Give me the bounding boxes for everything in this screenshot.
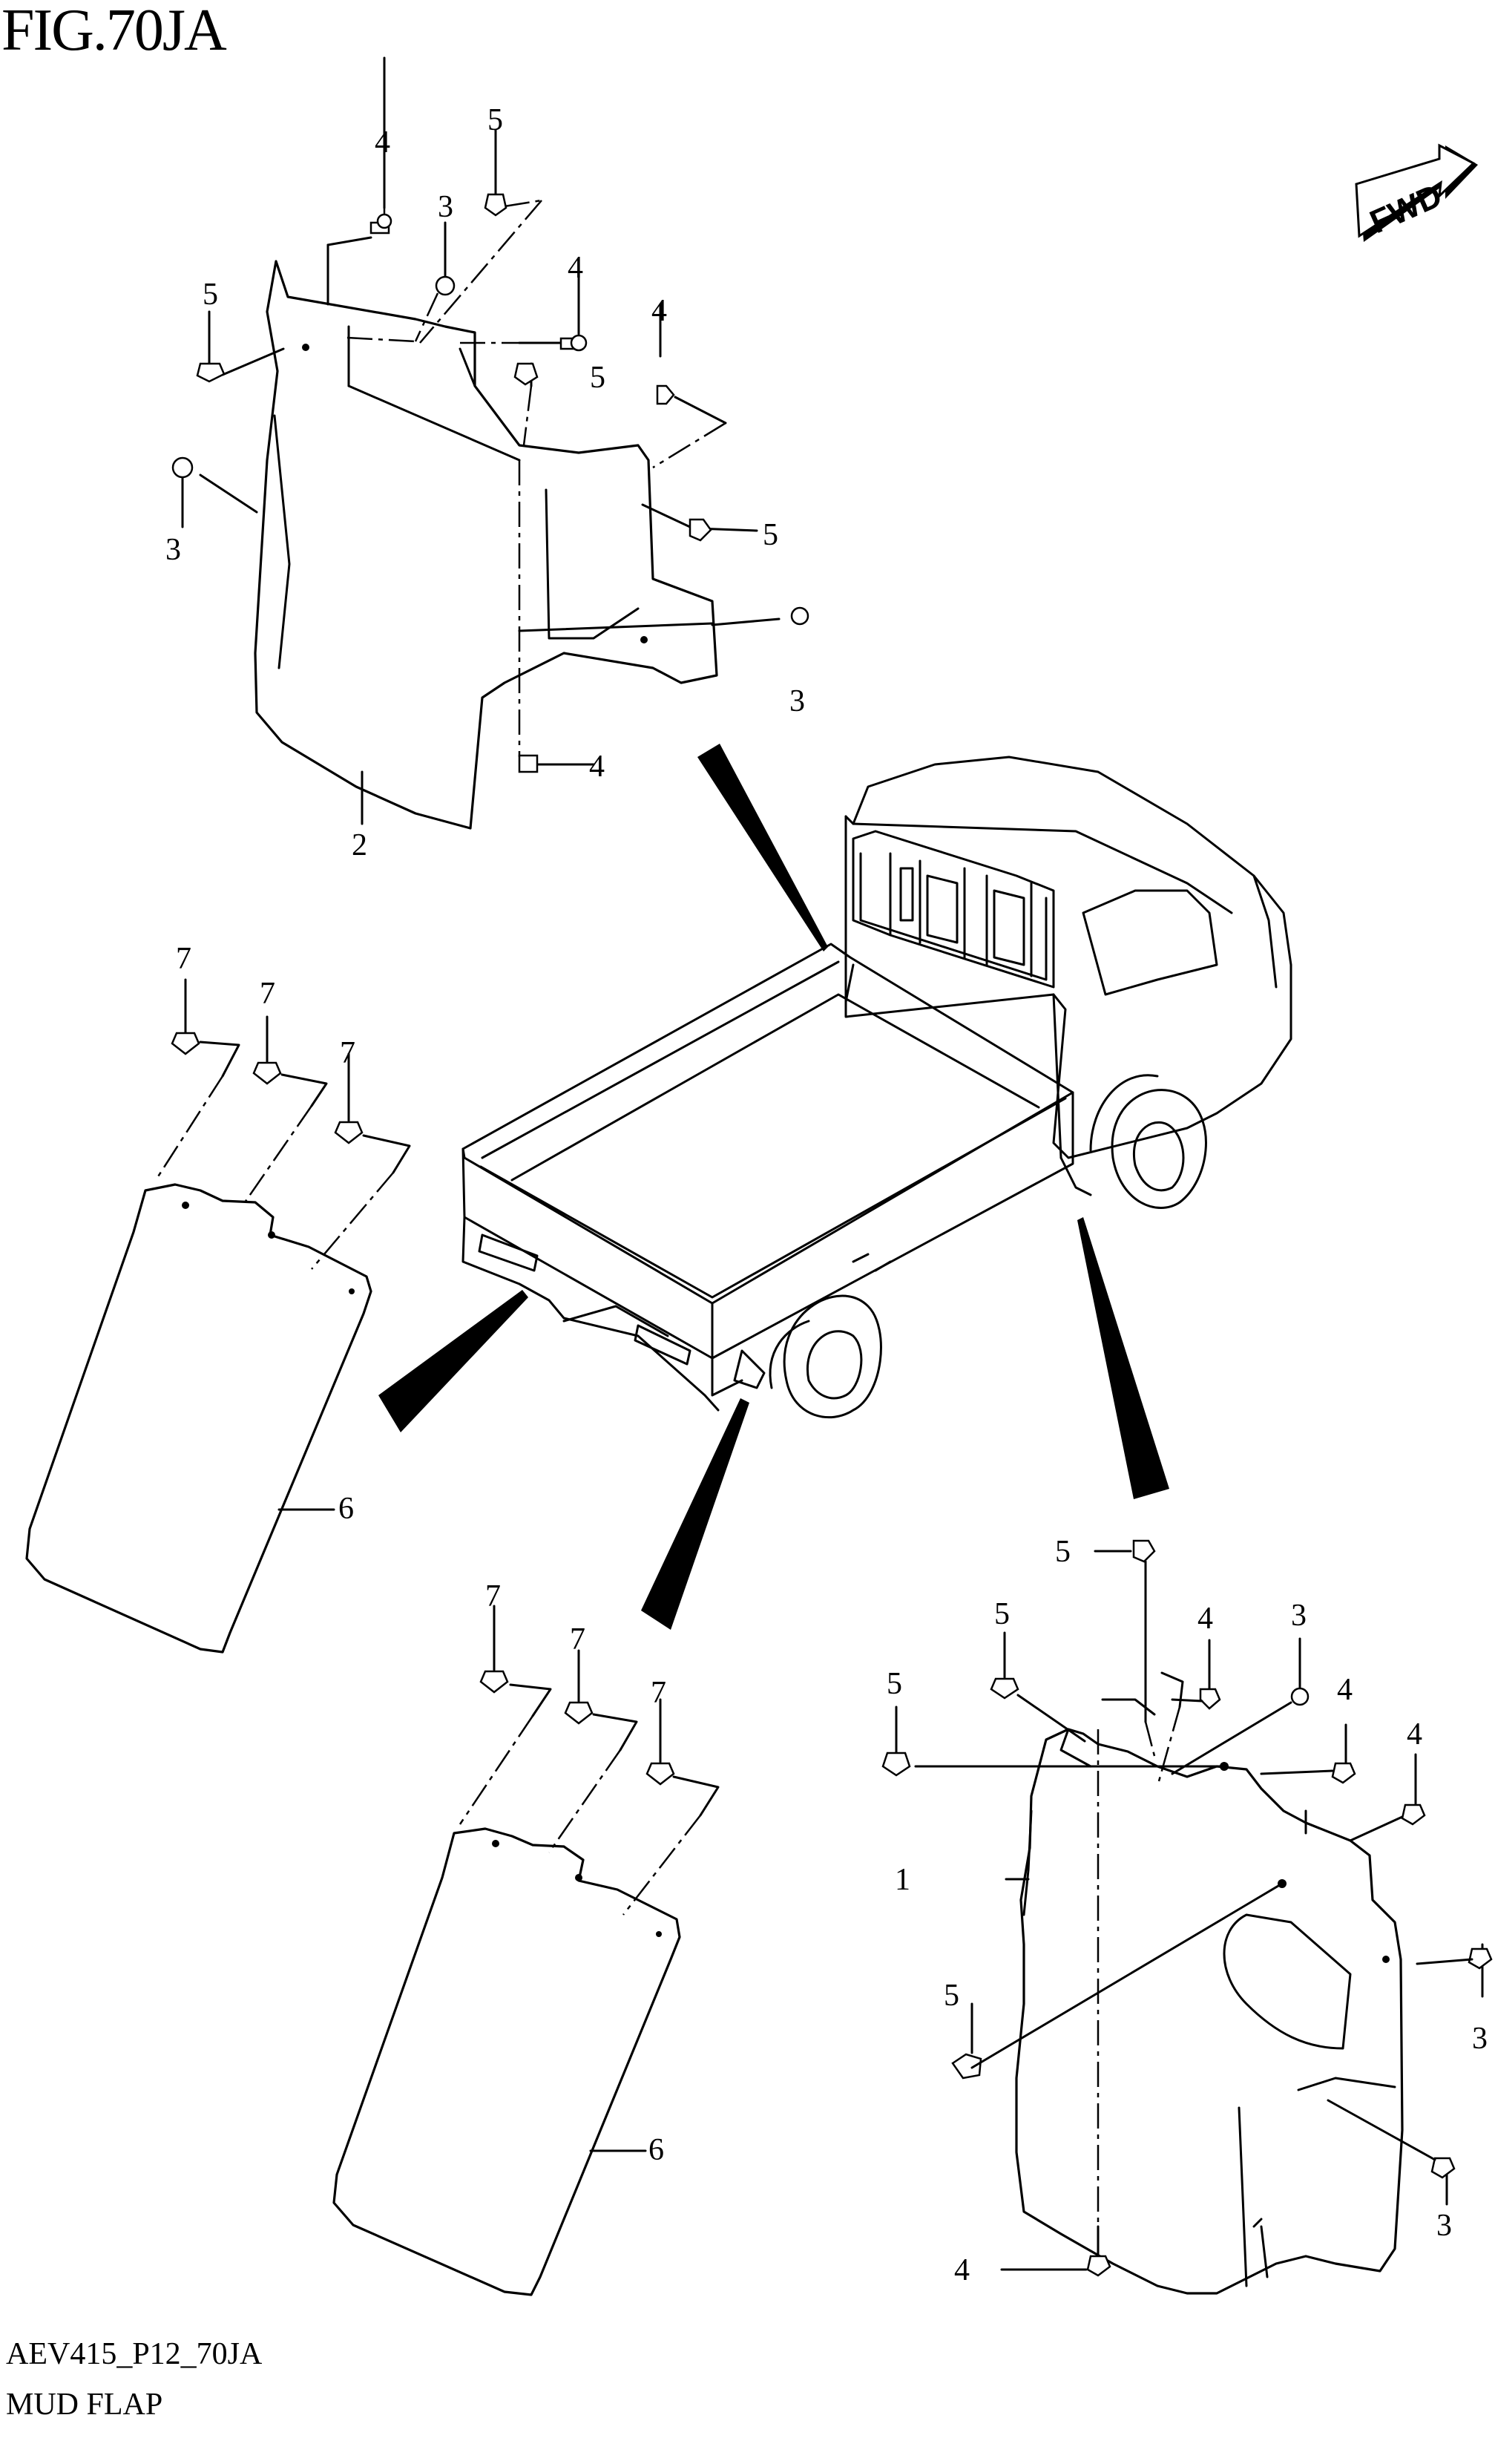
callout-5: 5: [590, 361, 605, 395]
callout-4: 4: [954, 2253, 970, 2287]
callout-3: 3: [438, 190, 453, 224]
callout-4: 4: [1197, 1602, 1213, 1636]
pointer-wedge-right: [1077, 1217, 1169, 1499]
callout-3: 3: [1472, 2022, 1488, 2056]
callout-5: 5: [944, 1979, 959, 2013]
splash-shield-left[interactable]: [254, 260, 718, 830]
callout-7: 7: [485, 1579, 501, 1613]
callout-7: 7: [260, 977, 275, 1011]
pointer-wedge-left: [378, 1290, 528, 1432]
callout-5: 5: [763, 518, 778, 552]
callout-7: 7: [176, 942, 191, 976]
leaders-part-6-lower: [459, 1605, 720, 2152]
splash-shield-right[interactable]: [1015, 1728, 1404, 2295]
leaders-part-6-upper: [154, 978, 411, 1511]
figure-title: FIG.70JA: [1, 0, 227, 63]
callout-5: 5: [203, 278, 218, 312]
callout-5: 5: [994, 1597, 1010, 1631]
mud-flap-lower[interactable]: [332, 1827, 681, 2296]
pointer-wedge-bottom: [641, 1398, 749, 1630]
callout-3: 3: [1436, 2209, 1452, 2243]
callout-3: 3: [165, 533, 181, 567]
callout-5: 5: [487, 103, 503, 137]
mud-flap-upper[interactable]: [25, 1183, 372, 1654]
leaders-part-1: [881, 1539, 1493, 2277]
forward-arrow-icon: FWD: [1355, 143, 1478, 242]
callout-3: 3: [1291, 1599, 1307, 1633]
callout-5: 5: [887, 1667, 902, 1701]
callout-4: 4: [589, 750, 605, 784]
callout-4: 4: [651, 294, 667, 328]
callout-2: 2: [352, 828, 367, 862]
callout-4: 4: [1337, 1673, 1353, 1707]
callout-3: 3: [789, 684, 805, 718]
callout-4: 4: [1407, 1717, 1422, 1752]
leaders-part-2: [171, 56, 809, 825]
callout-4: 4: [568, 251, 583, 285]
callout-labels: 4 5 3 4 5 4 5 3 5 3 4 2 7 7 7 6 7 7 7 6 …: [165, 103, 1488, 2287]
callout-6: 6: [338, 1492, 354, 1526]
pointer-wedge-top: [697, 744, 828, 951]
figure-code: AEV415_P12_70JA: [6, 2337, 263, 2371]
callout-7: 7: [340, 1036, 355, 1070]
figure-caption: MUD FLAP: [6, 2388, 163, 2422]
callout-6: 6: [648, 2133, 664, 2167]
callout-5: 5: [1055, 1535, 1071, 1569]
callout-1: 1: [895, 1863, 910, 1897]
callout-7: 7: [651, 1676, 666, 1710]
callout-4: 4: [375, 125, 390, 160]
callout-7: 7: [570, 1622, 585, 1657]
truck-illustration: [461, 756, 1292, 1419]
